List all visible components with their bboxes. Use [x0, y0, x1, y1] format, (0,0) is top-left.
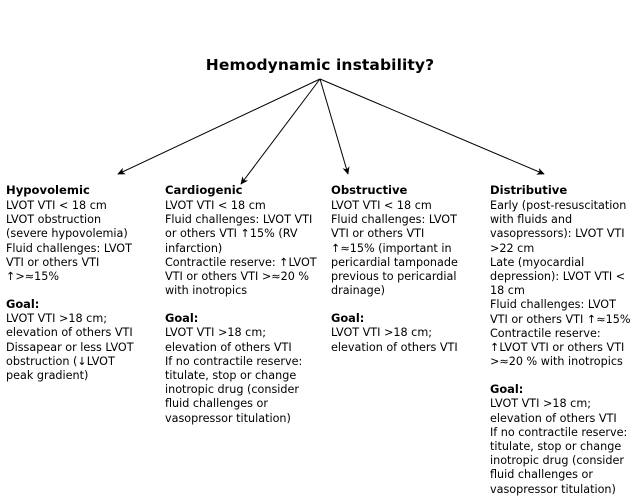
column-body-cardiogenic: LVOT VTI < 18 cm Fluid challenges: LVOT …	[165, 199, 317, 298]
column-cardiogenic: Cardiogenic LVOT VTI < 18 cm Fluid chall…	[165, 183, 323, 426]
column-obstructive: Obstructive LVOT VTI < 18 cm Fluid chall…	[331, 183, 483, 355]
arrow-to-cardiogenic	[240, 78, 321, 185]
arrow-to-obstructive	[319, 78, 350, 175]
arrow-to-hypovolemic	[117, 78, 321, 175]
column-heading-distributive: Distributive	[490, 183, 568, 197]
column-body-hypovolemic: LVOT VTI < 18 cm LVOT obstruction (sever…	[6, 199, 132, 284]
column-distributive: Distributive Early (post-resuscitation w…	[490, 183, 638, 497]
diagram-root: Hemodynamic instability? Hypovolemic LVO…	[6, 56, 631, 496]
goal-body-obstructive: LVOT VTI >18 cm; elevation of others VTI	[331, 326, 458, 354]
goal-body-cardiogenic: LVOT VTI >18 cm; elevation of others VTI…	[165, 326, 303, 425]
goal-body-hypovolemic: LVOT VTI >18 cm; elevation of others VTI…	[6, 312, 134, 383]
goal-label-hypovolemic: Goal:	[6, 297, 40, 312]
column-heading-obstructive: Obstructive	[331, 183, 408, 197]
column-heading-hypovolemic: Hypovolemic	[6, 183, 90, 197]
goal-label-distributive: Goal:	[490, 382, 524, 397]
column-heading-cardiogenic: Cardiogenic	[165, 183, 243, 197]
goal-label-obstructive: Goal:	[331, 311, 365, 326]
arrow-to-distributive	[319, 78, 545, 175]
column-body-distributive: Early (post-resuscitation with fluids an…	[490, 199, 631, 369]
diagram-title: Hemodynamic instability?	[205, 56, 435, 74]
column-hypovolemic: Hypovolemic LVOT VTI < 18 cm LVOT obstru…	[6, 183, 158, 383]
column-body-obstructive: LVOT VTI < 18 cm Fluid challenges: LVOT …	[331, 199, 458, 298]
goal-body-distributive: LVOT VTI >18 cm; elevation of others VTI…	[490, 397, 628, 496]
goal-label-cardiogenic: Goal:	[165, 311, 199, 326]
